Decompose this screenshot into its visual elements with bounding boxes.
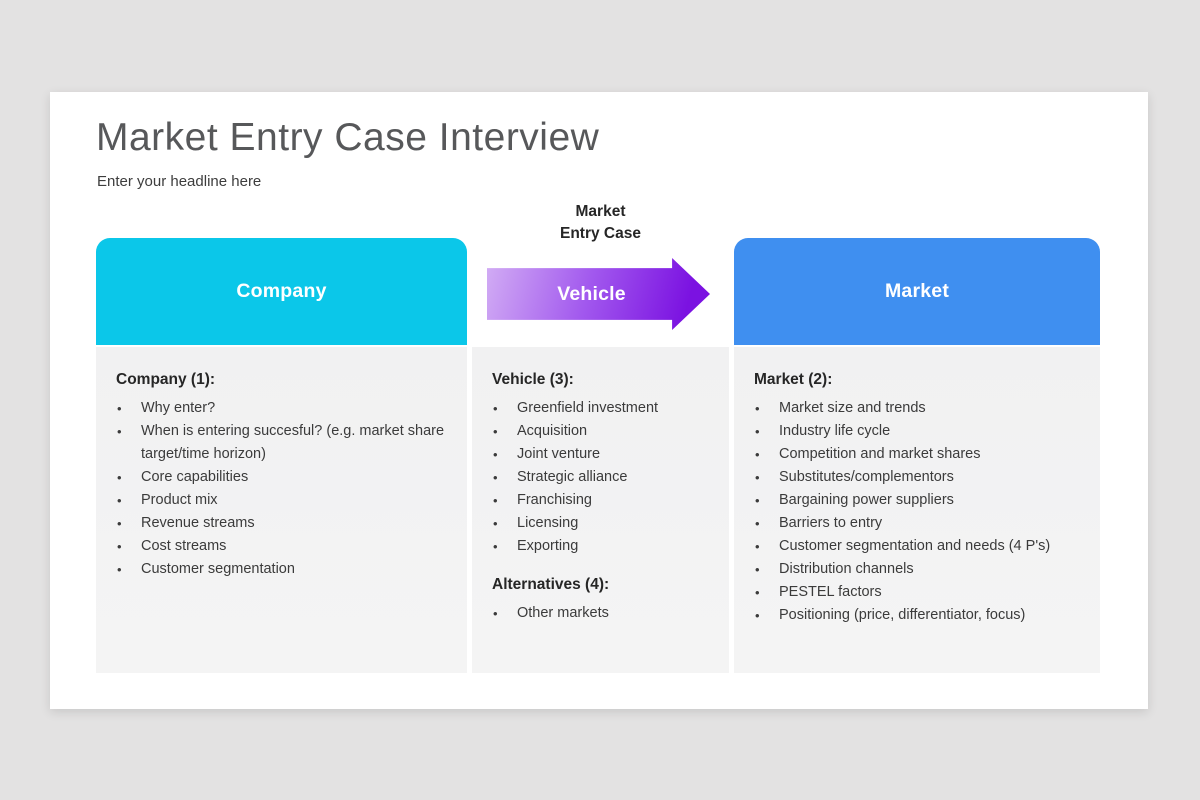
bullet-item: When is entering succesful? (e.g. market… <box>96 420 467 466</box>
bullet-item: Other markets <box>472 602 729 625</box>
bullet-item: Franchising <box>472 489 729 512</box>
bullet-item: Core capabilities <box>96 466 467 489</box>
bullet-list: Market size and trendsIndustry life cycl… <box>734 397 1100 627</box>
bullet-item: Greenfield investment <box>472 397 729 420</box>
bullet-item: Licensing <box>472 512 729 535</box>
company-body: Company (1): Why enter?When is entering s… <box>96 347 467 673</box>
page-title: Market Entry Case Interview <box>96 116 600 159</box>
flow-label-line1: Market <box>575 203 626 220</box>
bullet-item: Acquisition <box>472 420 729 443</box>
bullet-item: Product mix <box>96 489 467 512</box>
list-section: Company (1): Why enter?When is entering s… <box>96 369 467 581</box>
section-heading: Company (1): <box>116 371 216 388</box>
bullet-list: Other markets <box>472 602 729 625</box>
bullet-item: Strategic alliance <box>472 466 729 489</box>
bullet-item: Exporting <box>472 535 729 558</box>
bullet-item: Why enter? <box>96 397 467 420</box>
section-heading: Alternatives (4): <box>492 576 610 593</box>
bullet-item: Cost streams <box>96 535 467 558</box>
bullet-list: Greenfield investmentAcquisitionJoint ve… <box>472 397 729 558</box>
section-heading: Vehicle (3): <box>492 371 574 388</box>
page-subtitle: Enter your headline here <box>97 173 262 190</box>
bullet-item: Revenue streams <box>96 512 467 535</box>
bullet-item: Joint venture <box>472 443 729 466</box>
company-header: Company <box>96 238 467 345</box>
flow-label: Market Entry Case <box>472 201 729 245</box>
vehicle-body: Vehicle (3): Greenfield investmentAcquisi… <box>472 347 729 673</box>
section-heading: Market (2): <box>754 371 833 388</box>
bullet-item: Substitutes/complementors <box>734 466 1100 489</box>
bullet-item: Customer segmentation <box>96 558 467 581</box>
bullet-item: Market size and trends <box>734 397 1100 420</box>
list-section: Alternatives (4): Other markets <box>472 574 729 625</box>
bullet-item: Distribution channels <box>734 558 1100 581</box>
bullet-item: Bargaining power suppliers <box>734 489 1100 512</box>
list-section: Market (2): Market size and trendsIndustr… <box>734 369 1100 627</box>
bullet-item: Positioning (price, differentiator, focu… <box>734 604 1100 627</box>
bullet-item: Customer segmentation and needs (4 P's) <box>734 535 1100 558</box>
list-section: Vehicle (3): Greenfield investmentAcquisi… <box>472 369 729 558</box>
bullet-item: Industry life cycle <box>734 420 1100 443</box>
market-body: Market (2): Market size and trendsIndustr… <box>734 347 1100 673</box>
bullet-item: Barriers to entry <box>734 512 1100 535</box>
market-header: Market <box>734 238 1100 345</box>
vehicle-arrow: Vehicle <box>487 258 710 330</box>
bullet-item: PESTEL factors <box>734 581 1100 604</box>
flow-label-line2: Entry Case <box>560 225 641 242</box>
slide-card: Market Entry Case Interview Enter your h… <box>50 92 1148 709</box>
bullet-item: Competition and market shares <box>734 443 1100 466</box>
vehicle-arrow-label: Vehicle <box>557 282 626 305</box>
bullet-list: Why enter?When is entering succesful? (e… <box>96 397 467 581</box>
